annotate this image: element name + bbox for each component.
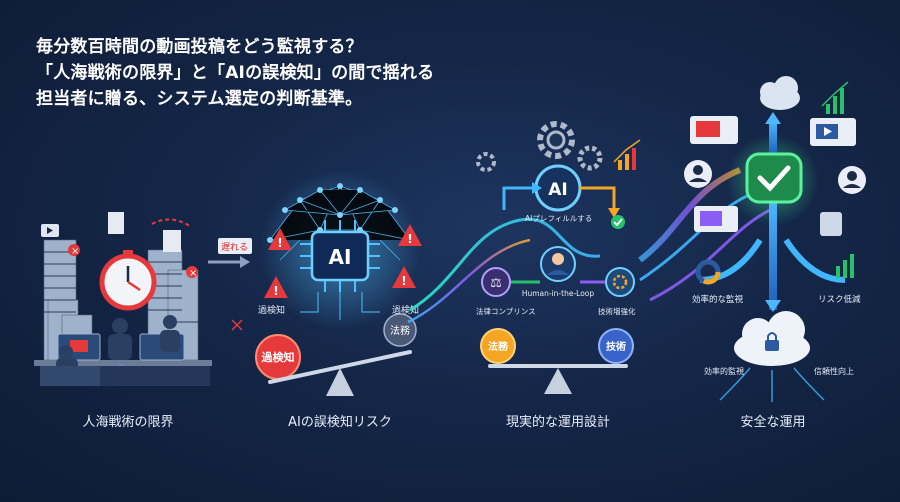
balance-scale: [488, 364, 628, 394]
ai-chip-icon: AI: [300, 220, 380, 292]
stopwatch-icon: [99, 250, 157, 311]
headline-line-1: 毎分数百時間の動画投稿をどう監視する？: [36, 37, 363, 57]
document-icon: [108, 212, 124, 234]
headline-line-3: 担当者に贈る、システム選定の判断基準。: [36, 89, 363, 109]
efficient-monitoring-sub-label: 効率的監視: [704, 366, 744, 376]
tech-reinforce-label: 技術増強化: [598, 306, 636, 316]
growth-chart-icon: [613, 139, 641, 170]
svg-text:×: ×: [71, 246, 79, 257]
user-avatar-icon: [838, 166, 866, 194]
legal-compliance-label: 法律コンプリンス: [476, 306, 536, 316]
svg-text:!: !: [401, 274, 406, 288]
check-icon: [611, 215, 625, 229]
video-thumbnail: [694, 206, 738, 232]
svg-text:!: !: [407, 232, 412, 246]
ai-prefilter-label: AIプレフィルルする: [525, 214, 592, 223]
panel-title-3: 現実的な運用設計: [505, 415, 611, 430]
warning-icon: !: [398, 224, 422, 246]
svg-text:!: !: [273, 284, 278, 298]
efficient-monitoring-label: 効率的な監視: [692, 294, 744, 305]
ai-hub-label: AI: [548, 180, 567, 200]
svg-text:×: ×: [189, 268, 197, 279]
bar-chart-icon: [836, 254, 854, 278]
panel-1-illustration: × × 遅れる: [34, 212, 252, 386]
tech-gear-icon: [605, 267, 635, 297]
tech-bubble-label: 技術: [606, 340, 626, 353]
growth-chart-icon: [821, 81, 849, 114]
ai-chip-label: AI: [329, 245, 352, 269]
legal-bubble: [480, 328, 516, 364]
false-detect-bubble-label: 過検知: [261, 350, 295, 364]
panel-title-4: 安全な運用: [740, 415, 806, 430]
grid-tile-icon: [820, 212, 842, 236]
warning-icon: !: [392, 266, 416, 288]
delay-note: 遅れる: [221, 242, 248, 253]
error-icon: [186, 266, 198, 278]
cloud-icon: [760, 76, 800, 110]
legal-bubble-label: 法務: [488, 340, 509, 353]
gear-icon: [476, 152, 496, 172]
gear-icon: [537, 121, 575, 159]
panel-4-illustration: 効率的な監視 リスク低減 効率的監視 信頼性向上: [684, 76, 866, 402]
balance-scale: [268, 350, 412, 396]
warning-icon: !: [264, 276, 288, 298]
headline-line-2: 「人海戦術の限界」と「AIの誤検知」の間で揺れる: [36, 63, 435, 83]
tech-bubble: [598, 328, 634, 364]
legal-bubble-label: 法務: [390, 324, 410, 337]
error-icon: [68, 244, 80, 256]
human-in-the-loop-label: Human-in-the-Loop: [522, 289, 595, 298]
secure-cloud-icon: [734, 311, 810, 366]
reliability-up-label: 信頼性向上: [814, 366, 854, 376]
panel-2-illustration: AI ! ! ! ! 過検知 過検知 過検知 法務: [231, 170, 422, 396]
svg-text:⚖: ⚖: [490, 276, 502, 291]
gear-icon: [577, 145, 603, 171]
video-thumbnail: [690, 116, 738, 144]
success-check-icon: [745, 152, 803, 204]
user-avatar-icon: [684, 160, 712, 188]
legal-scale-icon: [481, 267, 511, 297]
warning-icon: !: [268, 228, 292, 250]
risk-reduction-label: リスク低減: [818, 294, 861, 305]
panel-title-2: AIの誤検知リスク: [288, 415, 392, 430]
panel-3-illustration: AI AIプレフィルルする Human-in-the-Loop ⚖ 法律コンプリ…: [476, 121, 641, 394]
document-icon: [163, 230, 181, 252]
false-detect-left: 過検知: [258, 304, 285, 316]
video-thumbnail: [810, 118, 856, 146]
panel-title-1: 人海戦術の限界: [82, 415, 174, 430]
headline: 毎分数百時間の動画投稿をどう監視する？ 「人海戦術の限界」と「AIの誤検知」の間…: [36, 34, 496, 112]
donut-chart-icon: [695, 259, 721, 285]
svg-text:!: !: [277, 236, 282, 250]
